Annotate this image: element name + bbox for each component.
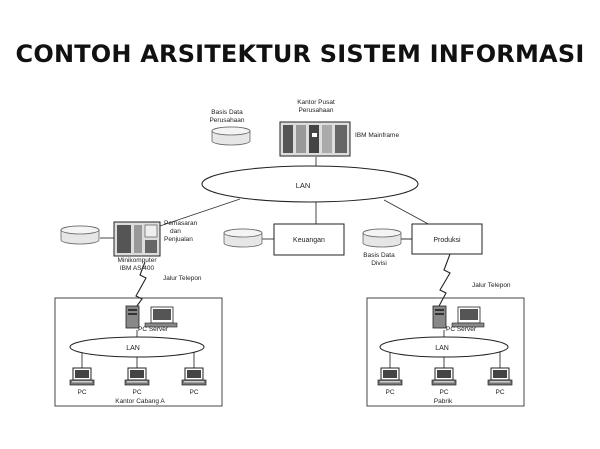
branch-server-label: PC Server	[138, 326, 169, 333]
hq-db-label-1: Basis Data	[211, 109, 243, 116]
branch-pc-icon-2	[124, 367, 150, 386]
mainframe-icon	[279, 121, 351, 157]
mainframe-label: IBM Mainframe	[355, 132, 399, 139]
finance-box	[273, 223, 345, 256]
main-lan-label: LAN	[296, 181, 311, 190]
branch-lan-ellipse	[69, 336, 205, 358]
branch-office-box	[54, 297, 223, 407]
branch-pc-label-3: PC	[189, 389, 198, 396]
hq-db-label-2: Perusahaan	[209, 117, 244, 124]
minicomputer-icon	[113, 221, 161, 257]
marketing-label-2: dan	[170, 228, 181, 235]
factory-pc-label-2: PC	[439, 389, 448, 396]
production-label: Produksi	[433, 237, 461, 244]
branch-server-icon	[125, 305, 178, 329]
branch-caption: Kantor Cabang A	[115, 398, 165, 405]
branch-pc-icon-3	[181, 367, 207, 386]
marketing-label-1: Pemasaran	[164, 220, 198, 227]
page-title: CONTOH ARSITEKTUR SISTEM INFORMASI	[15, 40, 585, 68]
branch-pc-icon-1	[69, 367, 95, 386]
phone-line-label-branch: Jalur Telepon	[163, 275, 202, 282]
minicomputer-label-1: Minikomputer	[117, 257, 157, 264]
factory-pc-label-1: PC	[385, 389, 394, 396]
main-lan-ellipse	[201, 165, 419, 203]
phone-line-label-factory: Jalur Telepon	[472, 282, 511, 289]
hq-office-label-1: Kantor Pusat	[297, 99, 335, 106]
factory-server-label: PC Server	[446, 326, 477, 333]
factory-pc-icon-1	[377, 367, 403, 386]
factory-lan-label: LAN	[435, 345, 449, 352]
branch-pc-label-2: PC	[132, 389, 141, 396]
hq-database-icon	[211, 126, 251, 146]
phone-line-factory	[437, 253, 451, 309]
factory-pc-icon-3	[487, 367, 513, 386]
minicomputer-label-2: IBM AS/400	[120, 265, 155, 272]
factory-caption: Pabrik	[434, 398, 453, 405]
factory-box	[366, 297, 525, 407]
production-db-label-1: Basis Data	[363, 252, 395, 259]
factory-pc-label-3: PC	[495, 389, 504, 396]
factory-lan-ellipse	[379, 336, 509, 358]
production-database-icon	[362, 228, 402, 248]
factory-pc-icon-2	[431, 367, 457, 386]
hq-office-label-2: Perusahaan	[298, 107, 333, 114]
factory-server-icon	[432, 305, 485, 329]
marketing-label-3: Penjualan	[164, 236, 193, 243]
finance-label: Keuangan	[293, 237, 325, 244]
branch-pc-label-1: PC	[77, 389, 86, 396]
branch-lan-label: LAN	[126, 345, 140, 352]
finance-database-icon	[223, 228, 263, 248]
marketing-database-icon	[60, 225, 100, 245]
production-box	[411, 223, 483, 255]
production-db-label-2: Divisi	[371, 260, 387, 267]
phone-line-branch	[133, 261, 147, 311]
